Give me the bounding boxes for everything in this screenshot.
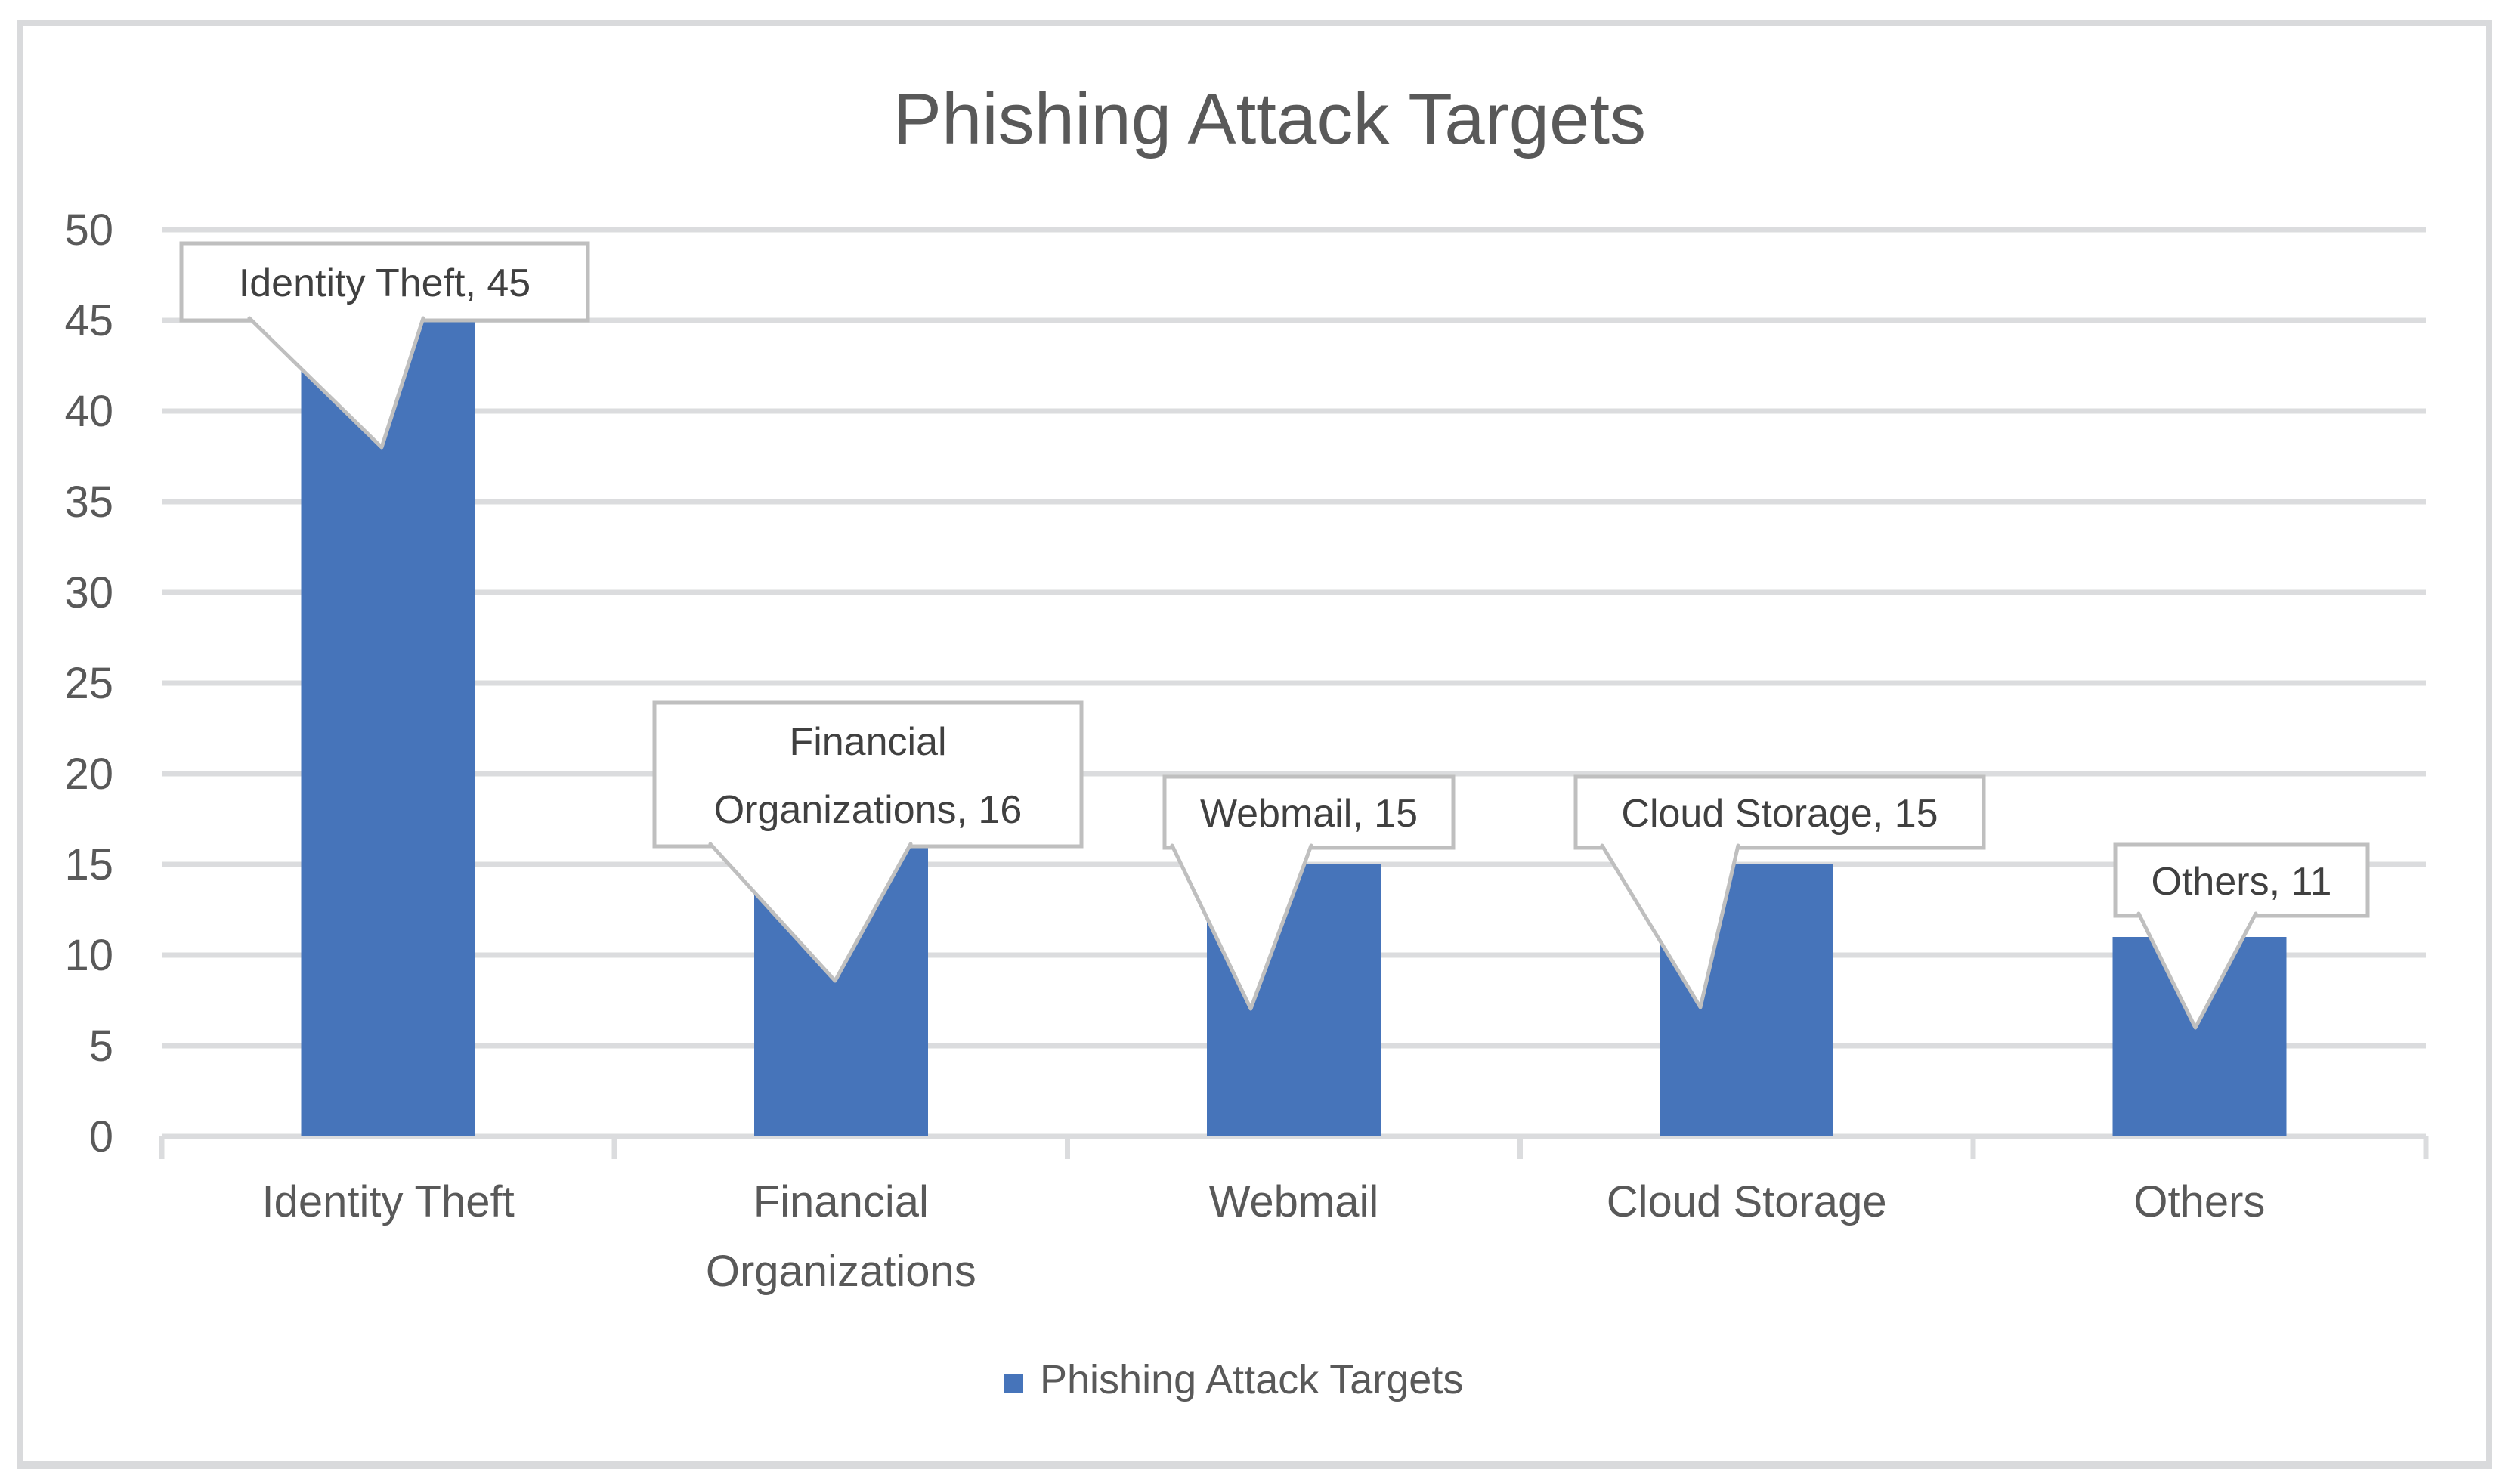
category-label-financial-organizations: Organizations	[706, 1247, 976, 1296]
callout-webmail[interactable]: Webmail, 15	[1162, 774, 1456, 1011]
callout-tail	[1170, 843, 1313, 1011]
callout-tail	[1600, 843, 1740, 1009]
legend-label: Phishing Attack Targets	[1040, 1357, 1463, 1402]
callout-text: Others, 11	[2152, 860, 2332, 904]
callout-box	[1573, 774, 1986, 850]
callout-tail	[247, 316, 425, 450]
category-label-webmail: Webmail	[1209, 1177, 1379, 1226]
category-label-others: Others	[2133, 1177, 2265, 1226]
bar-series[interactable]	[301, 320, 2287, 1136]
category-label-cloud-storage: Cloud Storage	[1607, 1177, 1887, 1226]
callout-identity-theft[interactable]: Identity Theft, 45	[179, 241, 590, 450]
y-axis-tick-label: 10	[64, 931, 113, 980]
y-axis-tick-label: 25	[64, 659, 113, 708]
category-label-financial-organizations: Financial	[753, 1177, 929, 1226]
callout-box	[652, 700, 1084, 849]
y-axis-tick-label: 50	[64, 206, 113, 255]
y-axis-tick-label: 0	[89, 1112, 113, 1161]
callout-text: Financial	[789, 720, 946, 764]
callout-text: Webmail, 15	[1200, 792, 1418, 836]
y-axis-tick-label: 5	[89, 1022, 113, 1071]
chart-title[interactable]: Phishing Attack Targets	[893, 79, 1646, 159]
callout-box	[2113, 842, 2370, 918]
callout-others[interactable]: Others, 11	[2113, 842, 2370, 1030]
category-label-identity-theft: Identity Theft	[261, 1177, 514, 1226]
x-axis	[159, 1133, 2429, 1159]
callout-text: Organizations, 16	[714, 788, 1022, 832]
data-label-callouts[interactable]: Identity Theft, 45 FinancialOrganizations…	[179, 241, 2370, 1030]
callout-text: Identity Theft, 45	[239, 261, 531, 305]
y-axis-tick-label: 20	[64, 750, 113, 799]
y-axis-tick-label: 35	[64, 478, 113, 527]
callout-cloud-storage[interactable]: Cloud Storage, 15	[1573, 774, 1986, 1009]
callout-tail	[708, 842, 913, 983]
y-axis-tick-label: 45	[64, 296, 113, 345]
y-axis-tick-label: 40	[64, 387, 113, 436]
callout-box	[179, 241, 590, 323]
legend-marker-icon	[1004, 1374, 1023, 1393]
legend[interactable]: Phishing Attack Targets	[1004, 1357, 1463, 1402]
callout-text: Cloud Storage, 15	[1621, 792, 1938, 836]
callout-tail	[2136, 911, 2258, 1030]
bar-identity-theft[interactable]	[301, 320, 475, 1136]
y-axis-tick-label: 15	[64, 840, 113, 889]
y-axis-tick-label: 30	[64, 568, 113, 617]
